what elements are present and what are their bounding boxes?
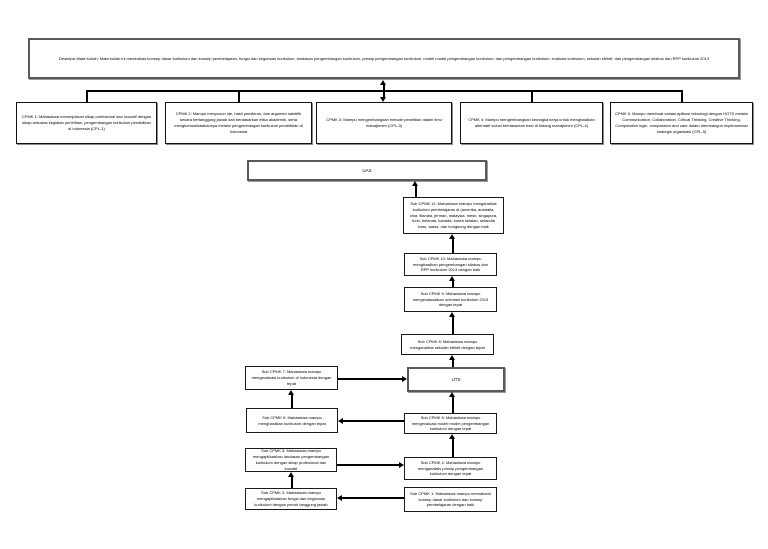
sub-cpmk-8-box: Sub CPMK 8: Mahasiswa mampu menganalisis…	[401, 334, 494, 355]
sub-cpmk-10-box: Sub CPMK 10: Mahasiswa mampu menghasilka…	[404, 253, 497, 276]
cpmk-3-text: CPMK 3: Mampu mengembangkan metode penel…	[326, 117, 442, 128]
sub-cpmk-8-text: Sub CPMK 8: Mahasiswa mampu menganalisis…	[410, 338, 485, 350]
sub-cpmk-2-box: Sub CPMK 2: Mahasiswa mampu mengaplikasi…	[245, 488, 337, 510]
connector-line	[681, 90, 683, 102]
connector-line	[337, 464, 399, 466]
sub-cpmk-10-text: Sub CPMK 10: Mahasiswa mampu menghasilka…	[413, 255, 488, 273]
sub-cpmk-2-text: Sub CPMK 2: Mahasiswa mampu mengaplikasi…	[254, 490, 328, 507]
connector-line	[531, 90, 533, 102]
connector-line	[86, 90, 88, 102]
arrow-up-icon	[449, 312, 455, 317]
cpmk-4-box: CPMK 4: Mampu mengembangkan kerangka ker…	[460, 102, 603, 144]
arrow-up-icon	[288, 472, 294, 477]
cpmk-1-text: CPMK 1: Mahasiswa menunjukkan sikap prof…	[21, 114, 152, 131]
connector-line	[452, 316, 454, 334]
connector-line	[338, 378, 402, 380]
cpmk-3-box: CPMK 3: Mampu mengembangkan metode penel…	[316, 102, 452, 144]
arrow-up-icon	[449, 234, 455, 239]
connector-line	[452, 280, 454, 287]
connector-line	[238, 90, 240, 102]
connector-line	[291, 394, 293, 408]
uts-label: UTS	[451, 376, 461, 382]
course-description-text: Deskripsi Mata Kuliah: Mata kuliah ini m…	[58, 56, 710, 61]
arrow-left-icon	[337, 495, 342, 501]
arrow-up-icon	[449, 392, 455, 397]
connector-line	[452, 396, 454, 413]
arrow-right-icon	[402, 376, 407, 382]
uas-label: UAS	[362, 167, 372, 173]
sub-cpmk-4-text: Sub CPMK 4: Mahasiswa mampu menganalisis…	[417, 459, 484, 477]
cpmk-2-box: CPMK 2: Mampu menyusun ide, hasil pemiki…	[165, 102, 312, 144]
uas-exam-box: UAS	[247, 160, 487, 181]
connector-line	[342, 497, 404, 499]
connector-line	[415, 185, 417, 197]
arrow-up-icon	[449, 276, 455, 281]
arrow-right-icon	[399, 462, 404, 468]
connector-line	[452, 238, 454, 253]
arrow-up-icon	[412, 181, 418, 186]
cpmk-2-text: CPMK 2: Mampu menyusun ide, hasil pemiki…	[174, 111, 303, 134]
sub-cpmk-1-text: Sub CPMK 1: Mahasiswa mampu memahami kon…	[410, 490, 491, 508]
course-description-box: Deskripsi Mata Kuliah: Mata kuliah ini m…	[28, 38, 740, 79]
sub-cpmk-11-box: Sub CPMK 11: Mahasiswa mampu menganalisi…	[403, 197, 504, 234]
sub-cpmk-6-box: Sub CPMK 6: Mahasiswa mampu menghasilkan…	[246, 408, 338, 433]
sub-cpmk-5-box: Sub CPMK 5: Mahasiswa mampu mengevaluasi…	[404, 413, 497, 434]
arrow-up-icon	[449, 355, 455, 360]
cpmk-5-box: CPMK 5: Mampu membuat variasi aplikasi t…	[610, 102, 753, 144]
arrow-up-icon	[380, 80, 386, 85]
connector-line	[86, 90, 682, 92]
arrow-up-icon	[288, 390, 294, 395]
cpmk-5-text: CPMK 5: Mampu membuat variasi aplikasi t…	[615, 111, 748, 134]
sub-cpmk-1-box: Sub CPMK 1: Mahasiswa mampu memahami kon…	[404, 487, 497, 512]
sub-cpmk-3-text: Sub CPMK 3: Mahasiswa mampu mengaplikasi…	[252, 448, 330, 471]
sub-cpmk-7-text: Sub CPMK 7: Mahasiswa mampu mengevaluasi…	[251, 369, 332, 386]
sub-cpmk-3-box: Sub CPMK 3: Mahasiswa mampu mengaplikasi…	[245, 448, 337, 472]
sub-cpmk-11-text: Sub CPMK 11: Mahasiswa mampu menganalisi…	[409, 201, 498, 230]
arrow-left-icon	[338, 418, 343, 424]
sub-cpmk-9-text: Sub CPMK 9: Mahasiswa mampu mengevaluasi…	[412, 290, 489, 308]
connector-line	[452, 359, 454, 367]
sub-cpmk-9-box: Sub CPMK 9: Mahasiswa mampu mengevaluasi…	[404, 287, 497, 312]
connector-line	[452, 438, 454, 457]
sub-cpmk-7-box: Sub CPMK 7: Mahasiswa mampu mengevaluasi…	[245, 366, 338, 390]
uts-exam-box: UTS	[407, 367, 505, 392]
connector-line	[291, 476, 293, 488]
sub-cpmk-5-text: Sub CPMK 5: Mahasiswa mampu mengevaluasi…	[411, 414, 490, 432]
arrow-up-icon	[449, 434, 455, 439]
sub-cpmk-4-box: Sub CPMK 4: Mahasiswa mampu menganalisis…	[404, 457, 497, 480]
arrow-down-icon	[380, 97, 386, 102]
connector-line	[343, 420, 404, 422]
cpmk-1-box: CPMK 1: Mahasiswa menunjukkan sikap prof…	[16, 102, 157, 144]
sub-cpmk-6-text: Sub CPMK 6: Mahasiswa mampu menghasilkan…	[258, 414, 326, 426]
cpmk-4-text: CPMK 4: Mampu mengembangkan kerangka ker…	[468, 117, 595, 128]
